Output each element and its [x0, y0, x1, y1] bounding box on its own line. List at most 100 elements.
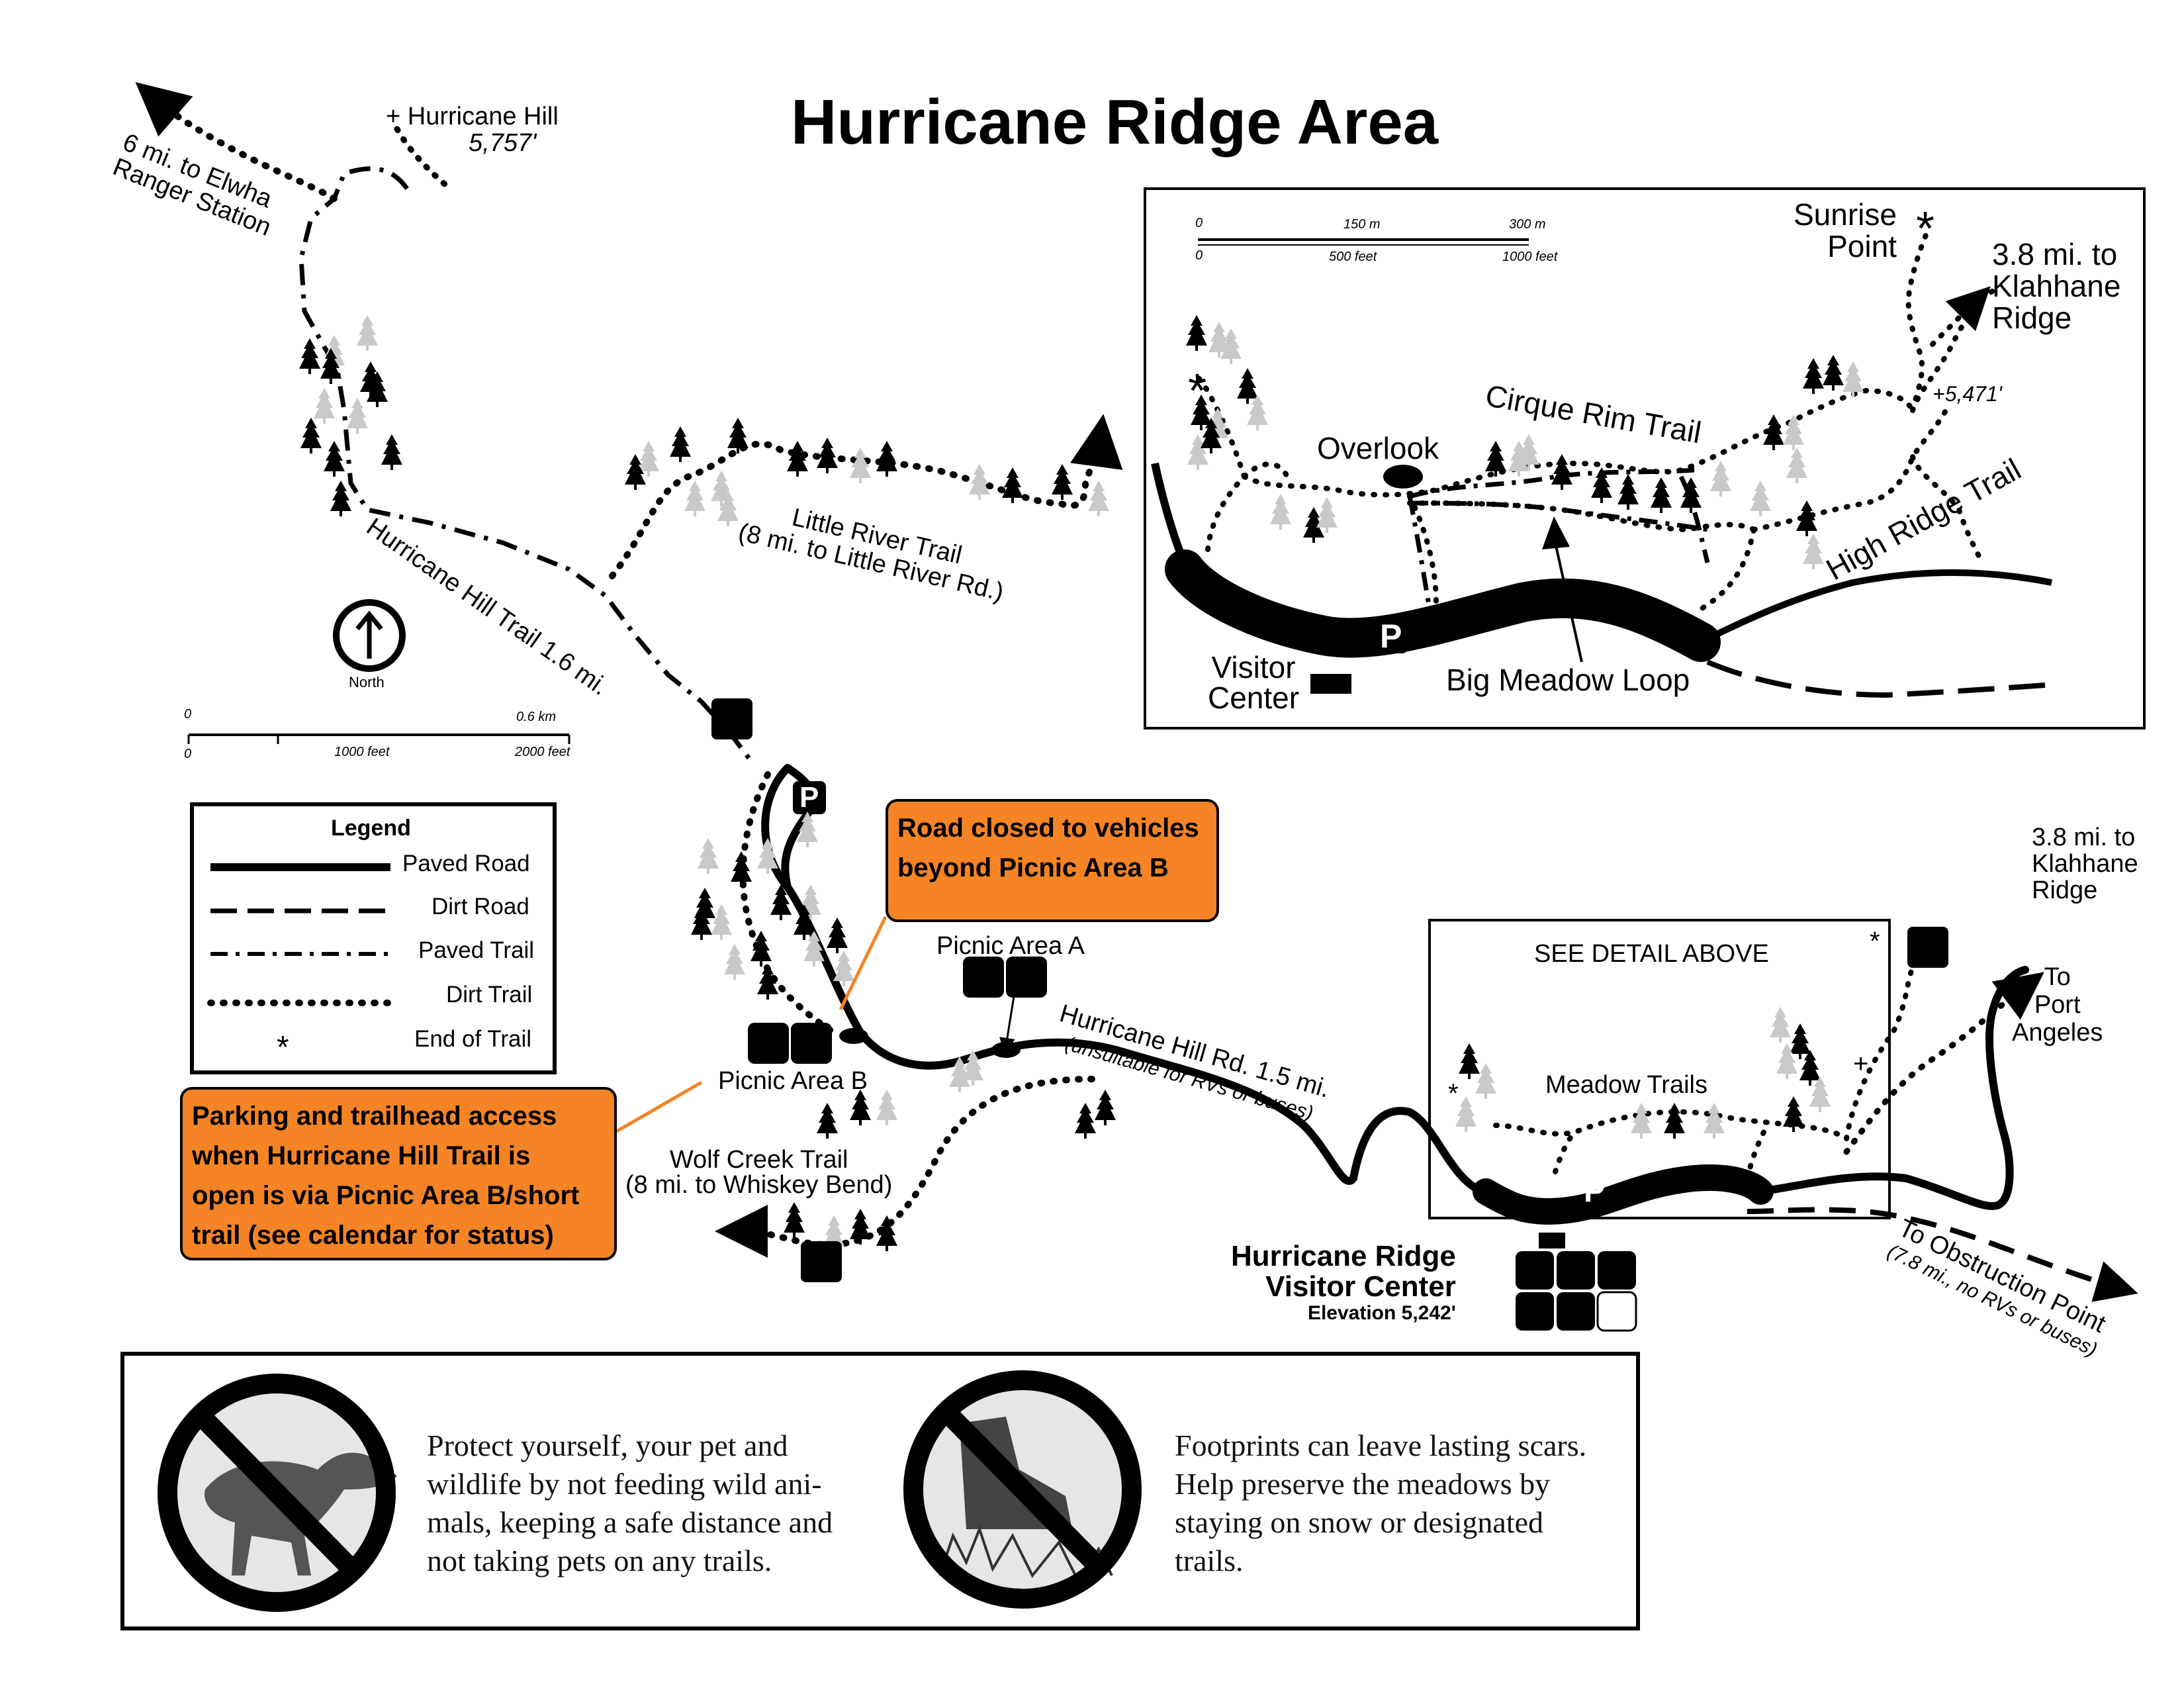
legend-end-symbol: *	[277, 1030, 289, 1065]
picnic-table-icon	[791, 957, 1004, 1064]
overlook-label: Overlook	[1317, 431, 1439, 465]
legend-dirt-road: Dirt Road	[432, 894, 529, 919]
sunrise-line-1: Sunrise	[1794, 197, 1897, 232]
main-scale-bar	[187, 733, 570, 744]
detail-end-mark-1: *	[1870, 927, 1880, 956]
road-closed-line-2: beyond Picnic Area B	[897, 853, 1169, 882]
wolf-creek-label: Wolf Creek Trail (8 mi. to Whiskey Bend)	[625, 1147, 892, 1198]
scale-ft2: 2000 feet	[515, 745, 570, 759]
road-closed-callout: Road closed to vehicles beyond Picnic Ar…	[886, 799, 1219, 922]
visitor-center-line-2: Visitor Center	[1265, 1270, 1456, 1303]
peak-name: + Hurricane Hill	[386, 103, 559, 130]
inset-klahhane-line-1: 3.8 mi. to	[1992, 237, 2118, 271]
picnic-b-lot	[839, 1028, 868, 1044]
inset-scale-ft2: 1000 feet	[1502, 250, 1558, 264]
footprints-line-2: Help preserve the meadows by	[1175, 1467, 1551, 1501]
inset-visitor-line-2: Center	[1208, 681, 1300, 715]
parking-line-1: Parking and trailhead access	[192, 1102, 557, 1131]
inset-klahhane-line-3: Ridge	[1992, 301, 2072, 335]
wolf-creek-trail	[715, 1076, 1095, 1258]
inset-scale-zero-bottom: 0	[1195, 248, 1203, 263]
scale-zero-top: 0	[184, 707, 192, 722]
klahhane-main-line-1: 3.8 mi. to	[2032, 823, 2136, 851]
klahhane-main-label: 3.8 mi. to Klahhane Ridge	[2032, 824, 2138, 904]
north-arrow-icon	[333, 599, 406, 672]
sunrise-end-mark: *	[1916, 203, 1935, 256]
parking-leader	[614, 1080, 703, 1134]
elwha-trail	[135, 81, 338, 202]
inset-visitor-label: Visitor Center	[1208, 652, 1299, 713]
wildlife-line-4: not taking pets on any trails.	[427, 1544, 772, 1577]
legend-title: Legend	[331, 816, 411, 841]
wildlife-line-2: wildlife by not feeding wild ani-	[427, 1467, 822, 1501]
visitor-center-line-1: Hurricane Ridge	[1231, 1240, 1456, 1272]
detail-peak-mark: +	[1853, 1049, 1869, 1078]
klahhane-main-line-3: Ridge	[2032, 876, 2098, 904]
inset-elevation: +5,471'	[1933, 382, 2002, 406]
inset-scale-ft1: 500 feet	[1329, 250, 1377, 264]
road-closed-leader	[839, 916, 887, 1011]
restroom-icon	[748, 957, 1047, 1064]
inset-parking-letter: P	[1380, 618, 1402, 655]
no-symbol-icon	[158, 1374, 396, 1612]
wolf-creek-line-1: Wolf Creek Trail	[669, 1146, 848, 1174]
klahhane-main-line-2: Klahhane	[2032, 850, 2138, 878]
legend-box	[190, 802, 557, 1074]
visitor-services-icons	[1516, 1233, 1637, 1332]
hiker-icon	[711, 698, 1948, 1282]
port-line-1: To	[2044, 963, 2071, 991]
legend-paved-trail: Paved Trail	[418, 937, 535, 963]
footprints-line-3: staying on snow or designated	[1175, 1505, 1544, 1539]
wolf-creek-line-2: (8 mi. to Whiskey Bend)	[625, 1171, 893, 1199]
meadow-trails-label: Meadow Trails	[1545, 1071, 1707, 1099]
inset-scale-m1: 150 m	[1343, 217, 1381, 232]
picnic-a-lot	[991, 1042, 1021, 1058]
visitor-center-elevation: Elevation 5,242'	[1307, 1302, 1456, 1324]
scale-ft1: 1000 feet	[334, 745, 390, 759]
scale-zero-bottom: 0	[184, 747, 192, 761]
inset-map	[1144, 187, 2146, 729]
peak-elevation: 5,757'	[469, 129, 537, 157]
parking-callout: Parking and trailhead access when Hurric…	[180, 1087, 617, 1260]
port-line-3: Angeles	[2012, 1019, 2103, 1047]
picnic-a-label: Picnic Area A	[936, 932, 1085, 960]
inset-klahhane-label: 3.8 mi. to Klahhane Ridge	[1992, 238, 2120, 334]
legend-paved-road: Paved Road	[402, 851, 530, 876]
sunrise-point-label: Sunrise Point	[1794, 199, 1897, 262]
no-symbol-icon	[903, 1370, 1142, 1609]
big-meadow-label: Big Meadow Loop	[1446, 663, 1690, 697]
parking-line-4: trail (see calendar for status)	[192, 1221, 554, 1250]
parking-line-3: open is via Picnic Area B/short	[192, 1181, 580, 1210]
short-trail	[739, 771, 837, 1036]
scale-km: 0.6 km	[516, 710, 557, 724]
north-label: North	[349, 674, 385, 690]
page-title: Hurricane Ridge Area	[791, 87, 1439, 158]
hurricane-hill-trail	[298, 166, 753, 763]
picnic-b-label: Picnic Area B	[718, 1067, 868, 1095]
wildlife-notice: Protect yourself, your pet and wildlife …	[427, 1427, 833, 1580]
port-line-2: Port	[2034, 991, 2081, 1019]
inset-visitor-line-1: Visitor	[1211, 650, 1296, 684]
sunrise-line-2: Point	[1827, 229, 1897, 263]
inset-end-mark: *	[1188, 365, 1207, 418]
port-angeles-label: To Port Angeles	[2012, 963, 2103, 1047]
wildlife-line-1: Protect yourself, your pet and	[427, 1429, 788, 1462]
legend-end-of-trail: End of Trail	[414, 1026, 532, 1052]
wildlife-line-3: mals, keeping a safe distance and	[427, 1505, 833, 1539]
parking-letter-main: P	[1584, 1174, 1606, 1209]
parking-icon	[793, 781, 826, 814]
footprints-line-1: Footprints can leave lasting scars.	[1175, 1429, 1587, 1462]
summit-spur-trail	[394, 126, 453, 192]
inset-klahhane-line-2: Klahhane	[1992, 269, 2121, 303]
visitor-center-label: Hurricane Ridge Visitor Center Elevation…	[1231, 1241, 1456, 1325]
footprints-notice: Footprints can leave lasting scars. Help…	[1175, 1427, 1586, 1580]
inset-scale-m2: 300 m	[1509, 217, 1546, 232]
parking-letter: P	[799, 781, 819, 814]
legend-dirt-trail: Dirt Trail	[446, 982, 533, 1008]
parking-line-2: when Hurricane Hill Trail is	[192, 1141, 531, 1170]
inset-scale-zero-top: 0	[1195, 216, 1203, 230]
footprints-line-4: trails.	[1175, 1544, 1244, 1577]
picnic-a-pointer	[999, 996, 1015, 1054]
detail-end-mark-2: *	[1448, 1079, 1459, 1108]
detail-box	[1428, 919, 1891, 1219]
